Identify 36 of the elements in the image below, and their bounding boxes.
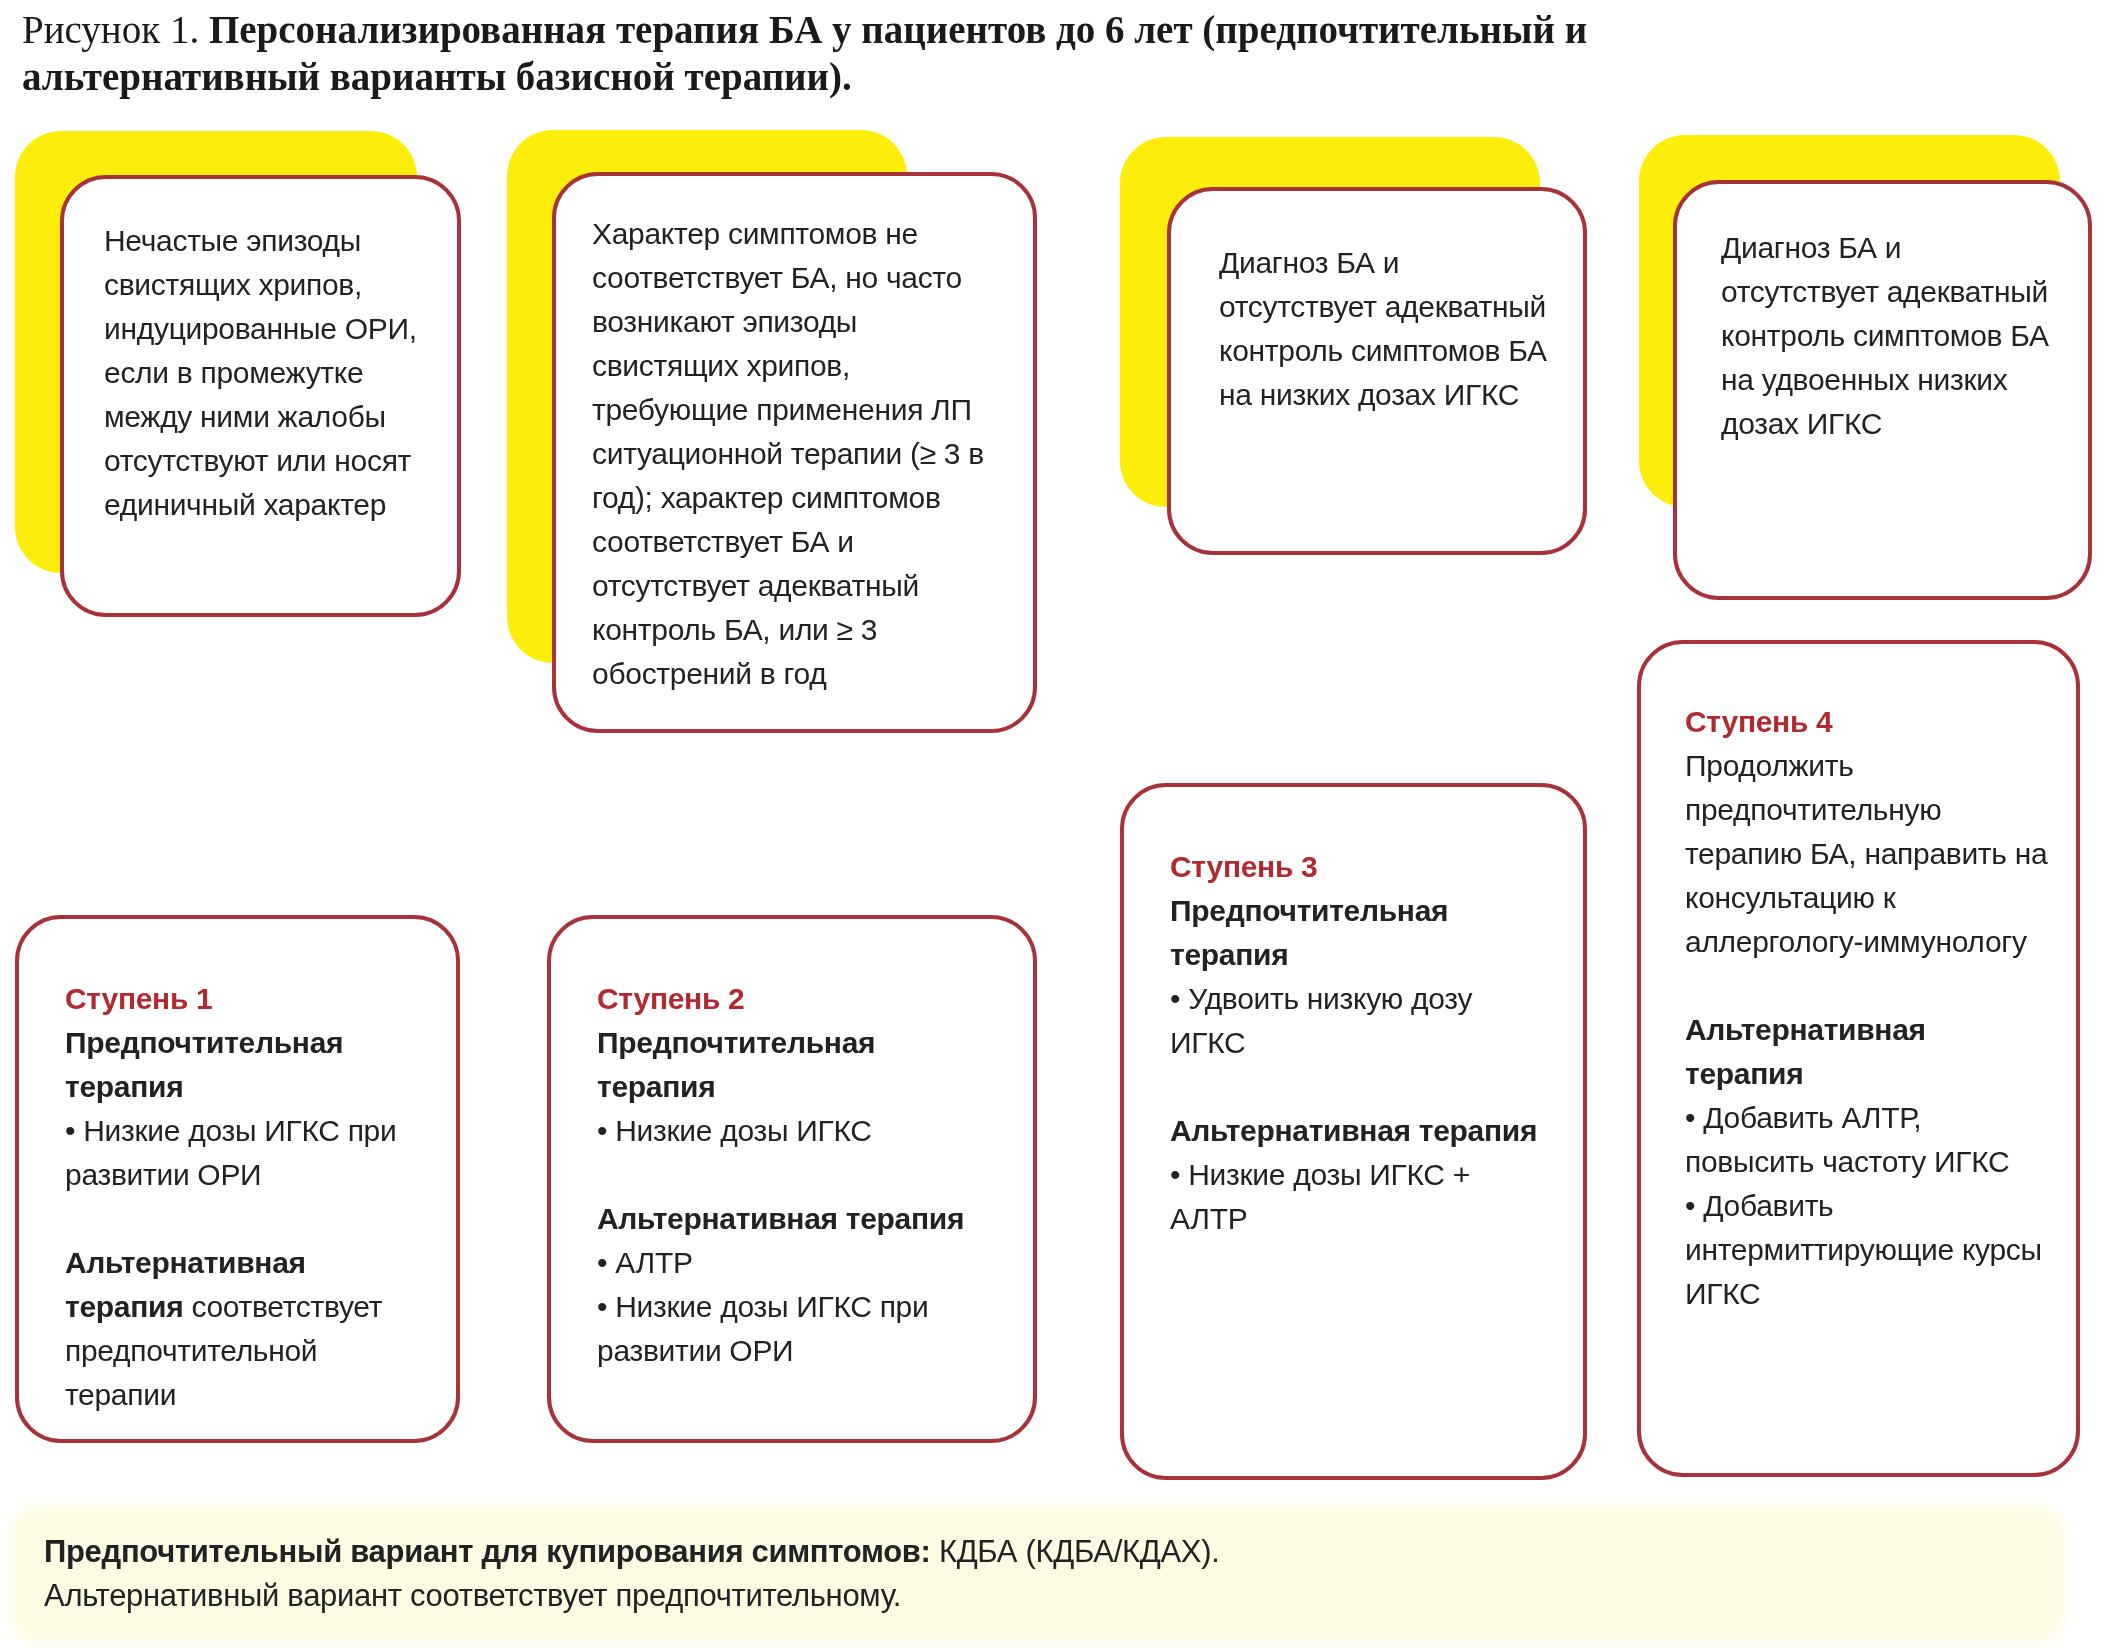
step-heading: Ступень 1 [65,981,214,1017]
step-heading: Ступень 2 [597,981,746,1017]
step-box [547,915,1037,1443]
list-item: • Добавить АЛТР, повысить частоту ИГКС [1685,1100,2011,1180]
section-heading: Предпочтительная терапия [597,1025,877,1105]
step-heading: Ступень 3 [1170,849,1319,885]
list-item: • Низкие дозы ИГКС [597,1113,873,1149]
condition-text: Диагноз БА и отсутствует адекватный контроль симптомов БА на удвоенных низких дозах ИГКС [1721,230,2050,442]
note-text: Предпочтительный вариант для купирования симптомов: КДБА (КДБА/КДАХ). [44,1533,1221,1571]
list-item: • Добавить интермиттирующие курсы ИГКС [1685,1188,2043,1312]
note-band [16,1510,2060,1638]
section-heading: Альтернативная терапия [1170,1113,1539,1149]
condition-text: Характер симптомов не соответствует БА, но часто возникают эпизоды свистящих хрипов, требующие применения ЛП ситуационной терапии (≥ 3 в год); характер симптомов соответствует БА и отсутствует адекватный контроль БА, или ≥ 3 обострений в год [592,216,985,692]
note-text: Альтернативный вариант соответствует предпочтительному. [44,1577,903,1615]
list-item: • Удвоить низкую дозу ИГКС [1170,981,1474,1061]
section-heading: Предпочтительная терапия [65,1025,345,1105]
condition-text: Нечастые эпизоды свистящих хрипов, индуцированные ОРИ, если в промежутке между ними жалобы отсутствуют или носят единичный характер [104,223,418,523]
section-heading: Предпочтительная терапия [1170,893,1450,973]
figure-title: Рисунок 1. Персонализированная терапия БА у пациентов до 6 лет (предпочтительный и альтернативный варианты базисной терапии). [22,7,1589,100]
body-text: Альтернативная терапия соответствует предпочтительной терапии [65,1245,384,1413]
list-item: • Низкие дозы ИГКС при развитии ОРИ [597,1289,930,1369]
step-heading: Ступень 4 [1685,704,1834,740]
section-heading: Альтернативная терапия [597,1201,966,1237]
body-text: Продолжить предпочтительную терапию БА, направить на консультацию к аллергологу-иммунологу [1685,748,2048,960]
step-box [1637,640,2080,1477]
step-box [15,915,460,1443]
condition-box [1167,187,1587,555]
condition-box [60,175,461,617]
list-item: • Низкие дозы ИГКС при развитии ОРИ [65,1113,398,1193]
list-item: • АЛТР [597,1245,694,1281]
condition-box [552,172,1037,733]
step-box [1120,783,1587,1480]
list-item: • Низкие дозы ИГКС + АЛТР [1170,1157,1471,1237]
section-heading: Альтернативная терапия [1685,1012,1927,1092]
condition-text: Диагноз БА и отсутствует адекватный контроль симптомов БА на низких дозах ИГКС [1219,245,1548,413]
condition-box [1673,180,2092,600]
